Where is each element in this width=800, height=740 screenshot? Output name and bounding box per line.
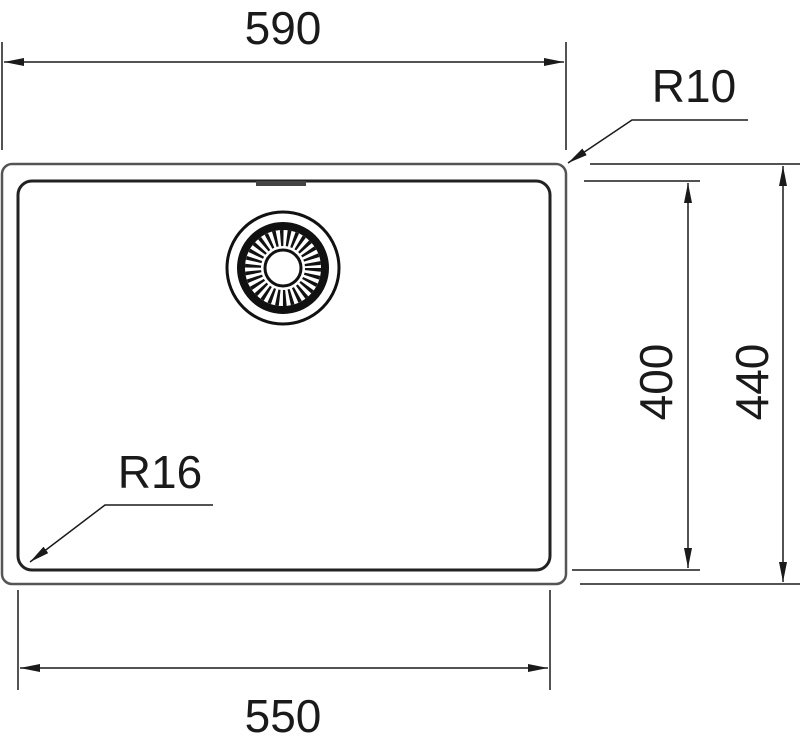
dimension-outer-depth [580,163,800,585]
outer-rim [0,162,568,586]
outer-radius-label: R10 [652,60,736,112]
outer-depth-label: 440 [726,344,778,421]
outer-radius-leader [567,119,748,164]
inner-depth-label: 400 [630,344,682,421]
dimension-outer-width [1,42,567,150]
dimension-inner-width [17,590,551,690]
inner-radius-label: R16 [118,446,202,498]
drain-icon [225,210,341,326]
overflow-slot [256,181,306,186]
inner-bowl [16,179,552,572]
inner-width-label: 550 [245,690,322,740]
outer-width-label: 590 [245,2,322,54]
inner-radius-leader [29,504,213,563]
dimension-inner-depth [572,180,700,571]
